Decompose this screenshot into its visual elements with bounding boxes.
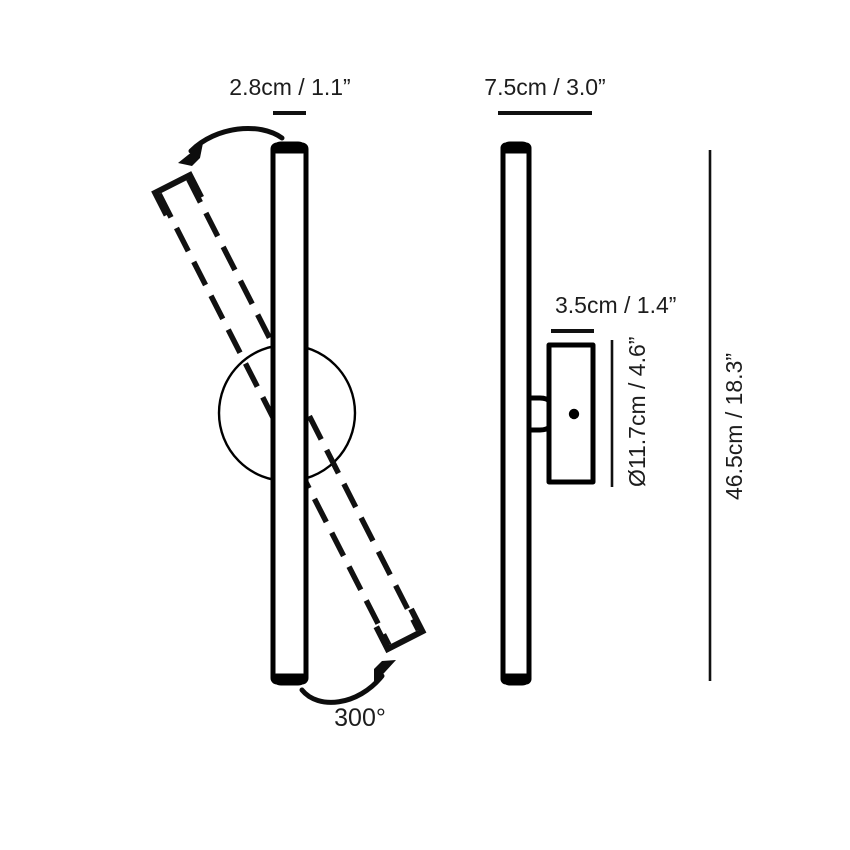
mount-depth-label: 3.5cm / 1.4” [555, 292, 676, 318]
wall-mount-block [546, 342, 596, 485]
ghost-bar-cap-bottom [373, 607, 427, 654]
light-bar-front-cap-bottom [274, 673, 305, 686]
light-bar-side-cap-bottom [503, 673, 529, 686]
rotation-arrow-top-head [178, 143, 203, 166]
light-bar-side-body [500, 142, 532, 685]
light-bar-front [270, 141, 309, 686]
overall-height-label: 46.5cm / 18.3” [721, 353, 747, 500]
mount-diameter-label: Ø11.7cm / 4.6” [624, 337, 650, 487]
front-view-group [151, 126, 427, 705]
front-width-label: 2.8cm / 1.1” [229, 74, 350, 100]
side-view-group [500, 141, 596, 686]
rotation-arrow-top [178, 126, 285, 166]
screw-point [568, 408, 580, 420]
rotation-arrow-bottom-curve [299, 673, 385, 705]
light-bar-side [500, 141, 532, 686]
rotation-arrow-bottom [299, 660, 396, 705]
light-bar-side-cap-top [503, 141, 529, 154]
rotation-arrow-bottom-head [374, 660, 396, 684]
light-bar-front-cap-top [274, 141, 305, 154]
rotation-angle-label: 300° [334, 704, 386, 732]
side-depth-label: 7.5cm / 3.0” [484, 74, 605, 100]
ghost-bar-cap-top [151, 171, 204, 217]
rotation-arrow-top-curve [188, 126, 285, 154]
light-bar-front-body [270, 142, 309, 685]
